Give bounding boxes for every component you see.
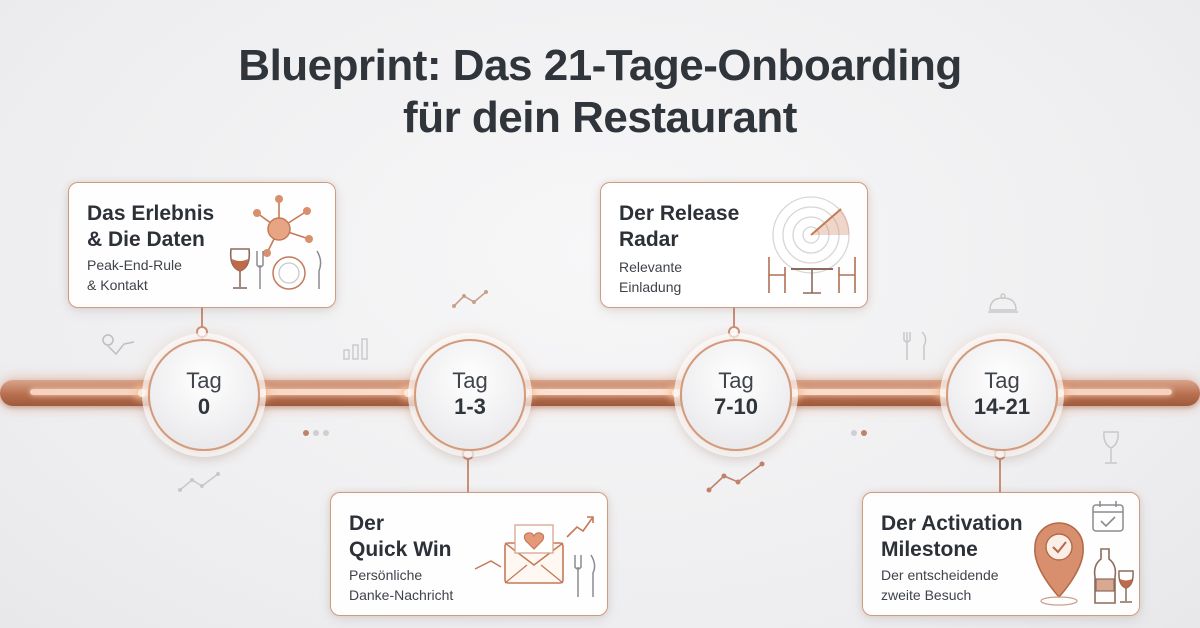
radar-table-icon (768, 196, 856, 294)
card-title-line-2: Radar (619, 228, 679, 251)
title-line-2: für dein Restaurant (403, 93, 797, 142)
network-wine-plate-icon (229, 195, 322, 290)
card-title-line-2: & Die Daten (87, 228, 205, 251)
card-subtitle-line-2: & Kontakt (87, 277, 148, 293)
track-spark (940, 389, 948, 397)
card-title-line-1: Das Erlebnis (87, 202, 215, 225)
card-subtitle-line-2: Einladung (619, 279, 682, 295)
cloche-icon (988, 293, 1018, 313)
stage-value: 0 (197, 394, 211, 419)
card-subtitle-line-2: zweite Besuch (881, 587, 972, 603)
stage-node-2: Tag 7-10 (680, 339, 792, 451)
track-spark (138, 389, 146, 397)
track-spark (404, 389, 412, 397)
stage-card-1: Der Quick Win Persönliche Danke-Nachrich… (330, 492, 608, 616)
stage-node-1: Tag 1-3 (414, 339, 526, 451)
timeline-track-glow (30, 389, 1172, 395)
card-subtitle: Relevante Einladung (619, 257, 682, 297)
wine-glass-icon (1103, 431, 1119, 464)
card-subtitle-line-1: Persönliche (349, 567, 423, 583)
card-title-line-2: Quick Win (349, 538, 452, 561)
stage-label: Tag (718, 368, 754, 393)
card-title-line-1: Der Release (619, 202, 740, 225)
stage-label: Tag (186, 368, 222, 393)
card-subtitle-line-1: Peak-End-Rule (87, 257, 182, 273)
card-subtitle: Peak-End-Rule & Kontakt (87, 255, 182, 295)
stage-card-2: Der Release Radar Relevante Einladung (600, 182, 868, 308)
dots-icon-2 (851, 430, 867, 436)
connector-dot (196, 326, 208, 338)
connector-line (467, 446, 469, 492)
page-title: Blueprint: Das 21-Tage-Onboarding für de… (0, 40, 1200, 144)
track-spark (790, 389, 798, 397)
card-title: Der Release Radar (619, 201, 739, 253)
stage-card-0: Das Erlebnis & Die Daten Peak-End-Rule &… (68, 182, 336, 308)
stage-label: Tag (984, 368, 1020, 393)
card-subtitle-line-2: Danke-Nachricht (349, 587, 454, 603)
card-title: Das Erlebnis & Die Daten (87, 201, 214, 253)
card-title: Der Activation Milestone (881, 511, 1023, 563)
track-spark (1056, 389, 1064, 397)
connector-line (201, 306, 203, 340)
cutlery-icon (903, 331, 927, 360)
track-spark (522, 389, 530, 397)
card-subtitle-line-1: Der entscheidende (881, 567, 999, 583)
card-title-line-1: Der (349, 512, 385, 535)
title-line-1: Blueprint: Das 21-Tage-Onboarding (238, 41, 962, 90)
track-spark (672, 389, 680, 397)
trend-line-icon-3 (706, 461, 765, 493)
connector-dot (728, 326, 740, 338)
stage-card-3: Der Activation Milestone Der entscheiden… (862, 492, 1140, 616)
stage-value: 7-10 (713, 394, 759, 419)
location-pin-calendar-icon (1034, 501, 1134, 606)
card-title-line-1: Der Activation (881, 512, 1023, 535)
card-subtitle: Der entscheidende zweite Besuch (881, 565, 999, 605)
connector-line (733, 306, 735, 340)
heart-envelope-icon (474, 516, 596, 597)
track-spark (258, 389, 266, 397)
stage-value: 1-3 (454, 394, 486, 419)
bar-chart-icon (343, 338, 368, 360)
stage-node-3: Tag 14-21 (946, 339, 1058, 451)
trend-line-icon (452, 290, 488, 308)
connector-line (999, 446, 1001, 492)
stage-node-0: Tag 0 (148, 339, 260, 451)
trend-line-icon-2 (178, 472, 220, 492)
card-subtitle-line-1: Relevante (619, 259, 683, 275)
stage-value: 14-21 (973, 394, 1031, 419)
card-title-line-2: Milestone (881, 538, 978, 561)
dots-icon (303, 430, 329, 436)
card-title: Der Quick Win (349, 511, 452, 563)
card-subtitle: Persönliche Danke-Nachricht (349, 565, 453, 605)
stage-label: Tag (452, 368, 488, 393)
map-pin-route-icon (102, 334, 135, 356)
